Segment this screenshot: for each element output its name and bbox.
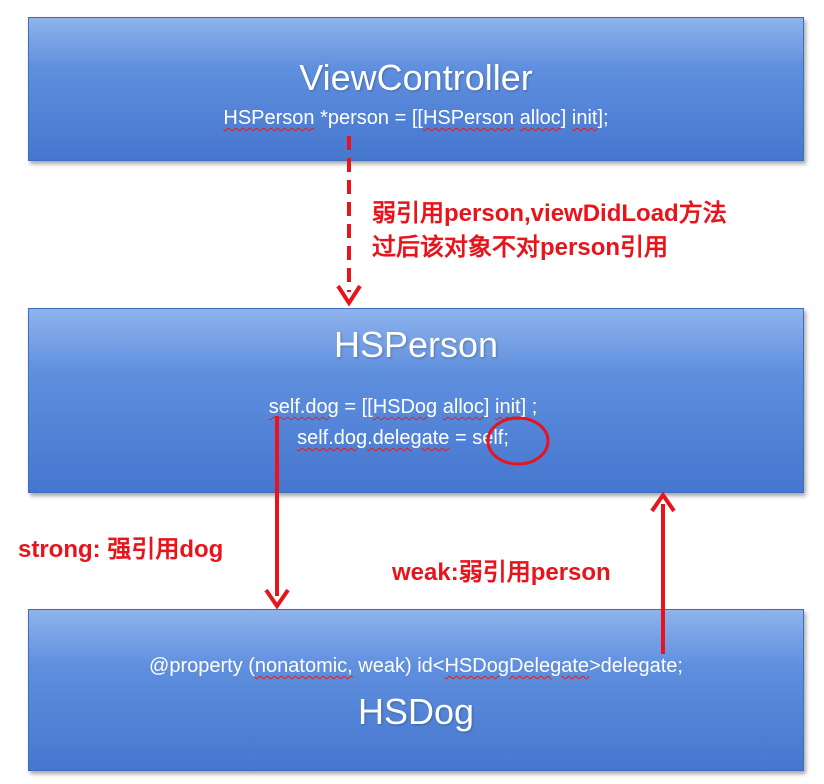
code-token: ]; — [597, 107, 609, 129]
self-highlight-circle — [486, 416, 550, 466]
strong-reference-label: strong: 强引用dog — [18, 536, 224, 563]
code-token: HSPerson — [422, 107, 515, 129]
code-token: self; — [472, 427, 509, 449]
hsdog-box: @property (nonatomic, weak) id<HSDogDele… — [28, 609, 804, 771]
hsperson-code-line-1: self.dog = [[HSDog alloc] init] ; — [3, 395, 803, 419]
code-token: ] — [560, 107, 572, 129]
hsperson-title: HSPerson — [333, 324, 499, 365]
viewcontroller-box: ViewController HSPerson *person = [[HSPe… — [28, 17, 804, 161]
code-token: = — [449, 427, 473, 449]
hsperson-code-line-2: self.dog.delegate = self; — [3, 426, 803, 450]
code-token: alloc — [442, 396, 484, 418]
hsdog-title: HSDog — [357, 691, 475, 732]
code-token: >delegate; — [589, 655, 683, 677]
code-token: ] — [483, 396, 496, 418]
code-token: HSDogDelegate — [444, 655, 589, 677]
code-token: ] ; — [520, 396, 538, 418]
code-token: alloc — [519, 107, 561, 129]
code-token: nonatomic, — [254, 655, 353, 677]
hsdog-code-line: @property (nonatomic, weak) id<HSDogDele… — [29, 654, 803, 678]
code-token: = [[ — [338, 396, 373, 418]
code-token: self.dog.delegate — [297, 427, 450, 449]
code-token: @property ( — [149, 655, 255, 677]
code-token: *person = [[ — [314, 107, 423, 129]
strong-arrow-head — [264, 588, 290, 610]
weak-reference-note-line-2: 过后该对象不对person引用 — [372, 234, 669, 261]
weak-reference-note-line-1: 弱引用person,viewDidLoad方法 — [372, 200, 727, 227]
hsperson-box: HSPerson self.dog = [[HSDog alloc] init]… — [28, 308, 804, 493]
code-token: HSDog — [372, 396, 438, 418]
weak-arrow-head — [650, 491, 676, 513]
code-token: self.dog — [268, 396, 339, 418]
dashed-arrow-head — [336, 284, 362, 307]
code-token: HSPerson — [223, 107, 315, 129]
code-token: weak) id< — [352, 655, 445, 677]
viewcontroller-code-line: HSPerson *person = [[HSPerson alloc] ini… — [29, 106, 803, 130]
code-token: init — [571, 107, 598, 129]
code-token: init — [495, 396, 521, 418]
weak-reference-label: weak:弱引用person — [392, 559, 611, 586]
viewcontroller-title: ViewController — [299, 57, 533, 98]
